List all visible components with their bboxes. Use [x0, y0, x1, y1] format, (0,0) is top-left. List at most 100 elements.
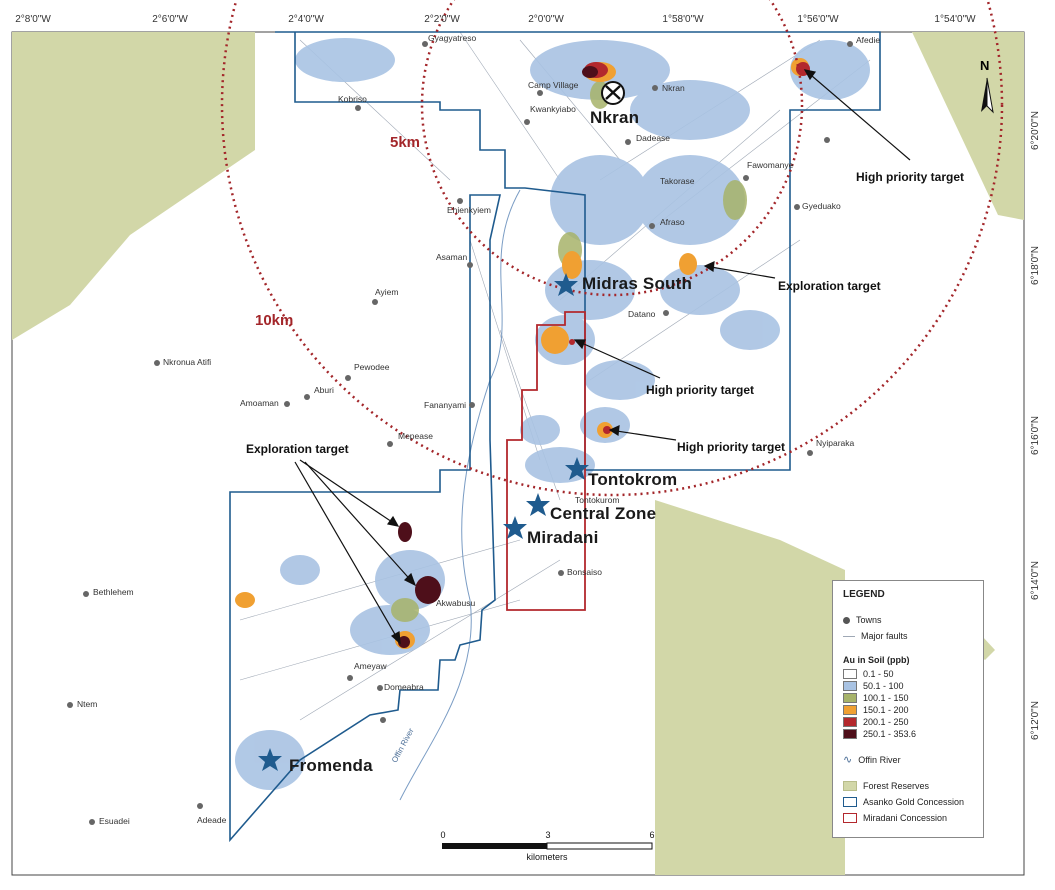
coord-right-3: 6°14'0"N — [1030, 561, 1041, 600]
town-pewodee: Pewodee — [354, 362, 390, 372]
legend-river-label: Offin River — [858, 754, 901, 765]
town-dot — [743, 175, 749, 181]
legend-title: LEGEND — [843, 589, 885, 600]
scale-bar — [442, 842, 653, 850]
town-dot — [154, 360, 160, 366]
town-gyagyatreso: Gyagyatreso — [428, 33, 477, 43]
town-camp-village: Camp Village — [528, 80, 579, 90]
deposit-stars — [258, 273, 589, 771]
town-amoaman: Amoaman — [240, 398, 279, 408]
town-aburi: Aburi — [314, 385, 334, 395]
town-nyiparaka: Nyiparaka — [816, 438, 855, 448]
legend-class-label: 0.1 - 50 — [863, 669, 894, 679]
deposit-fromenda: Fromenda — [289, 756, 373, 775]
town-dot — [83, 591, 89, 597]
town-domeabra: Domeabra — [384, 682, 424, 692]
legend-forest-label: Forest Reserves — [863, 781, 930, 791]
annotation-exploration-2: Exploration target — [246, 442, 349, 456]
legend-row-miradani: Miradani Concession — [843, 813, 947, 823]
asanko-swatch — [843, 797, 857, 807]
coord-right-2: 6°16'0"N — [1030, 416, 1041, 455]
star-fromenda — [258, 748, 282, 771]
town-dot — [558, 570, 564, 576]
town-dot — [345, 375, 351, 381]
legend-class-swatch — [843, 669, 857, 679]
town-dot — [524, 119, 530, 125]
coord-right-4: 6°12'0"N — [1030, 701, 1041, 740]
coord-top-2: 2°4'0"W — [288, 14, 324, 25]
coord-top-4: 2°0'0"W — [528, 14, 564, 25]
town-dot — [197, 803, 203, 809]
ring-5km — [420, 0, 804, 297]
coord-right-0: 6°20'0"N — [1030, 111, 1041, 150]
town-ehienkyiem: Ehienkyiem — [447, 205, 491, 215]
town-dot — [469, 402, 475, 408]
coord-right-1: 6°18'0"N — [1030, 246, 1041, 285]
town-dot — [807, 450, 813, 456]
town-dot — [372, 299, 378, 305]
miradani-swatch — [843, 813, 857, 823]
north-label: N — [980, 58, 990, 73]
town-bethlehem: Bethlehem — [93, 587, 134, 597]
town-akwabusu: Akwabusu — [436, 598, 476, 608]
coord-top-6: 1°56'0"W — [797, 14, 839, 25]
town-ameyaw: Ameyaw — [354, 661, 387, 671]
town-fawomanye: Fawomanye — [747, 160, 794, 170]
deposit-nkran: Nkran — [590, 108, 640, 127]
town-tontokurom: Tontokurom — [575, 495, 620, 505]
town-dot — [422, 41, 428, 47]
ring-10km-label: 10km — [255, 312, 294, 329]
ring-10km — [220, 0, 1004, 497]
legend-row-towns: Towns — [843, 615, 882, 625]
scale-tick-6: 6 — [649, 830, 655, 840]
town-ayiem: Ayiem — [375, 287, 399, 297]
star-midras-south — [554, 273, 578, 296]
town-dot — [663, 310, 669, 316]
forest-swatch — [843, 781, 857, 791]
town-dot — [652, 85, 658, 91]
annotation-high-priority-1: High priority target — [856, 170, 965, 184]
annotation-arrows — [294, 69, 911, 645]
town-fananyami: Fananyami — [424, 400, 467, 410]
coord-top-3: 2°2'0"W — [424, 14, 460, 25]
ring-5km-label: 5km — [390, 134, 421, 151]
town-afedie: Afedie — [856, 35, 881, 45]
town-nkran: Nkran — [662, 83, 685, 93]
scale-tick-3: 3 — [545, 830, 551, 840]
town-nkronua-atifi: Nkronua Atifi — [163, 357, 212, 367]
legend-asanko-label: Asanko Gold Concession — [863, 797, 965, 807]
town-dot — [649, 223, 655, 229]
town-dot — [347, 675, 353, 681]
legend-class-label: 150.1 - 200 — [863, 705, 909, 715]
legend-class-label: 50.1 - 100 — [863, 681, 904, 691]
legend-au-title: Au in Soil (ppb) — [843, 655, 910, 665]
annotation-exploration-1: Exploration target — [778, 279, 881, 293]
legend-faults-label: Major faults — [861, 631, 908, 641]
legend-miradani-label: Miradani Concession — [863, 813, 948, 823]
legend-class-row: 200.1 - 250 — [843, 717, 909, 727]
legend-class-row: 50.1 - 100 — [843, 681, 904, 691]
town-dot — [377, 685, 383, 691]
town-gyeduako: Gyeduako — [802, 201, 841, 211]
town-adeade: Adeade — [197, 815, 227, 825]
legend: LEGEND Towns Major faults Au in Soil (pp… — [832, 580, 984, 838]
town-dot — [847, 41, 853, 47]
legend-class-swatch — [843, 681, 857, 691]
town-dot — [355, 105, 361, 111]
legend-class-label: 100.1 - 150 — [863, 693, 909, 703]
town-dot — [537, 90, 543, 96]
legend-class-swatch — [843, 693, 857, 703]
legend-row-faults: Major faults — [843, 631, 908, 641]
town-kwankyiabo: Kwankyiabo — [530, 104, 576, 114]
legend-row-asanko: Asanko Gold Concession — [843, 797, 964, 807]
town-takorase: Takorase — [660, 176, 695, 186]
river-icon: ∿ — [843, 754, 853, 766]
town-dot — [67, 702, 73, 708]
north-arrow-icon — [981, 77, 994, 114]
coord-top-0: 2°8'0"W — [15, 14, 51, 25]
annotation-high-priority-2: High priority target — [646, 383, 755, 397]
town-datano: Datano — [628, 309, 656, 319]
legend-class-swatch — [843, 705, 857, 715]
